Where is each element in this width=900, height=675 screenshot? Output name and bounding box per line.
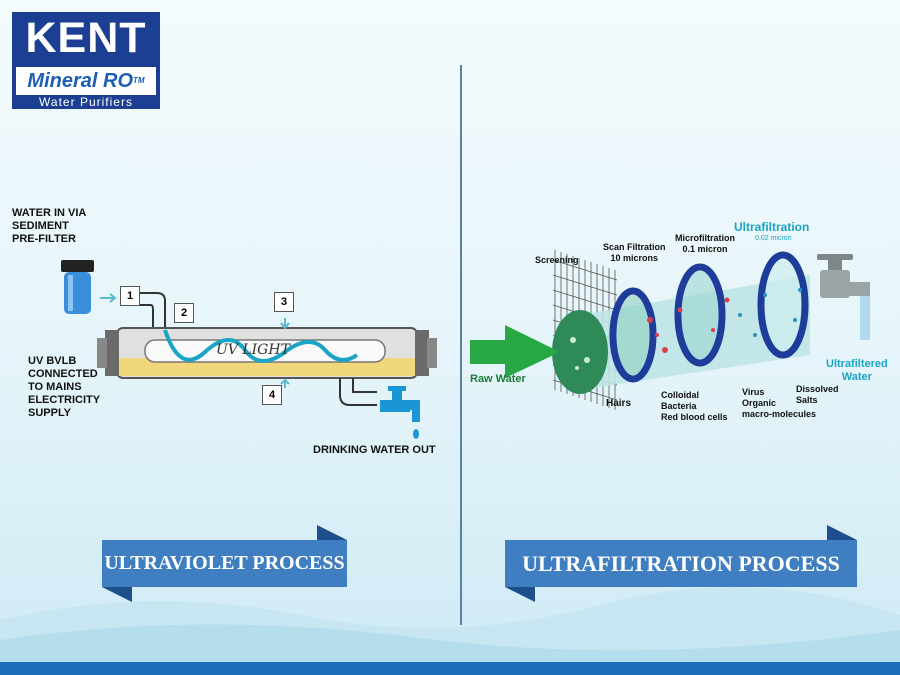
logo-line3: Water Purifiers — [39, 95, 133, 109]
pre-filter-icon — [61, 260, 94, 314]
ultrafiltration-title: Ultrafiltration — [734, 220, 810, 234]
uf-banner-title: ULTRAFILTRATION PROCESS — [522, 551, 840, 576]
uv-chamber-diagram — [97, 292, 437, 406]
screening-label: Screening — [535, 255, 579, 265]
tap-icon — [380, 386, 420, 439]
logo-brand: KENT — [25, 14, 147, 62]
raw-water-label: Raw Water — [470, 373, 526, 385]
step-1-box: 1 — [120, 286, 140, 306]
kent-logo: KENT Mineral ROTM Water Purifiers — [12, 12, 160, 109]
step-4-box: 4 — [262, 385, 282, 405]
bottom-bar — [0, 662, 900, 675]
center-divider — [460, 65, 462, 625]
logo-line2: Mineral ROTM — [16, 67, 156, 95]
drinking-water-label: DRINKING WATER OUT — [313, 444, 436, 456]
uf-filter-diagram — [470, 250, 870, 410]
ultrafiltration-size: 0.02 micron — [755, 235, 792, 242]
step-3-box: 3 — [274, 292, 294, 312]
hairs-label: Hairs — [606, 398, 632, 409]
uv-light-label: UV LIGHT — [216, 342, 290, 358]
uv-banner-title: ULTRAVIOLET PROCESS — [104, 552, 345, 574]
water-wave-background — [0, 587, 900, 665]
uv-banner-ribbon — [102, 525, 347, 602]
uf-banner-ribbon — [505, 525, 857, 602]
step-2-box: 2 — [174, 303, 194, 323]
